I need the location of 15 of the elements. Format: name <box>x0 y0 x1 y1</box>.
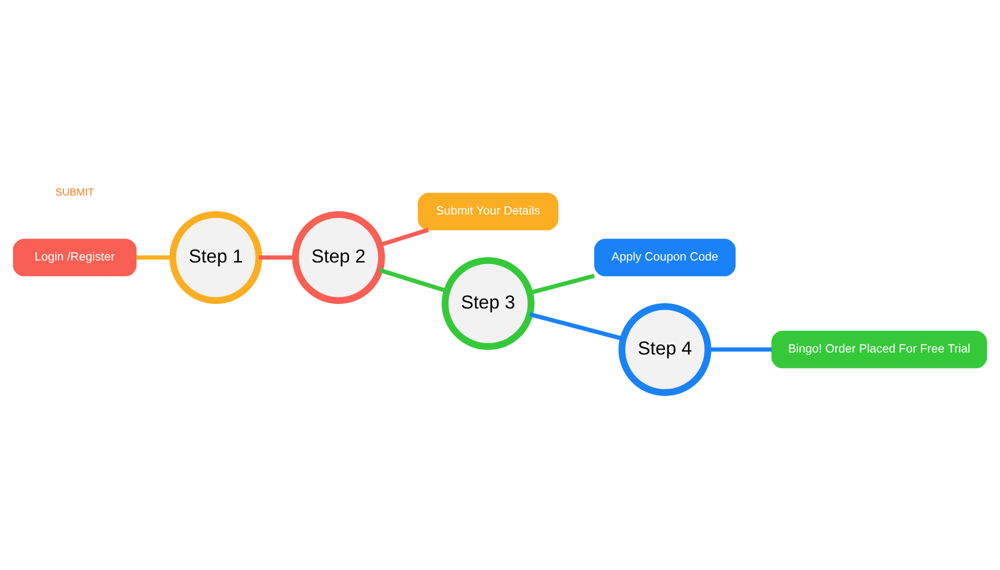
node-circle: Step 1 <box>169 211 262 304</box>
connector <box>258 255 296 260</box>
connector <box>379 228 429 247</box>
connector <box>379 268 448 293</box>
node-box: Submit Your Details <box>418 192 558 230</box>
node-box: Login /Register <box>12 238 137 276</box>
connector <box>136 255 172 260</box>
node-box: Bingo! Order Placed For Free Trial <box>771 330 988 368</box>
node-circle: Step 3 <box>442 257 535 350</box>
label: SUBMIT <box>55 187 94 198</box>
node-circle: Step 2 <box>292 211 385 304</box>
node-circle: Step 4 <box>618 303 712 396</box>
connector <box>529 274 595 295</box>
connector <box>708 347 772 352</box>
node-box: Apply Coupon Code <box>594 238 736 276</box>
